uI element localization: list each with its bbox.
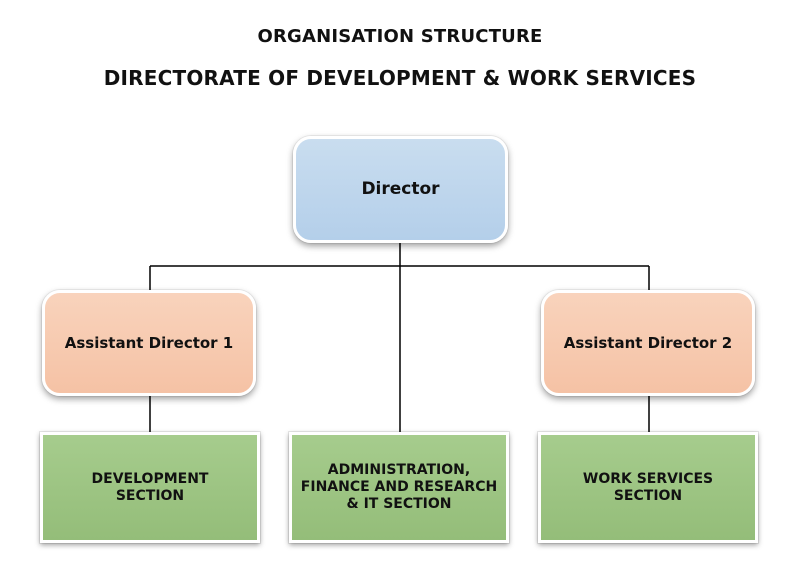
- chart-title: ORGANISATION STRUCTURE: [257, 26, 543, 47]
- section-label-line: SECTION: [613, 487, 683, 504]
- section-label-line: SECTION: [115, 487, 185, 504]
- work-services-section-label: WORK SERVICES SECTION: [583, 471, 713, 505]
- development-section-node: DEVELOPMENT SECTION: [40, 432, 260, 543]
- work-services-section-node: WORK SERVICES SECTION: [538, 432, 758, 543]
- assistant-director-1-label: Assistant Director 1: [64, 334, 234, 352]
- section-label-line: FINANCE AND RESEARCH: [300, 479, 498, 496]
- assistant-director-1-node: Assistant Director 1: [42, 290, 256, 396]
- section-label-line: & IT SECTION: [346, 495, 452, 512]
- section-label-line: DEVELOPMENT: [91, 470, 209, 487]
- director-label: Director: [361, 179, 440, 200]
- section-label-line: WORK SERVICES: [582, 470, 714, 487]
- administration-section-node: ADMINISTRATION, FINANCE AND RESEARCH & I…: [289, 432, 509, 543]
- administration-section-label: ADMINISTRATION, FINANCE AND RESEARCH & I…: [301, 462, 497, 512]
- assistant-director-2-label: Assistant Director 2: [563, 334, 733, 352]
- assistant-director-2-node: Assistant Director 2: [541, 290, 755, 396]
- development-section-label: DEVELOPMENT SECTION: [92, 471, 209, 505]
- section-label-line: ADMINISTRATION,: [327, 462, 471, 479]
- director-node: Director: [293, 136, 508, 243]
- chart-subtitle: DIRECTORATE OF DEVELOPMENT & WORK SERVIC…: [103, 66, 697, 90]
